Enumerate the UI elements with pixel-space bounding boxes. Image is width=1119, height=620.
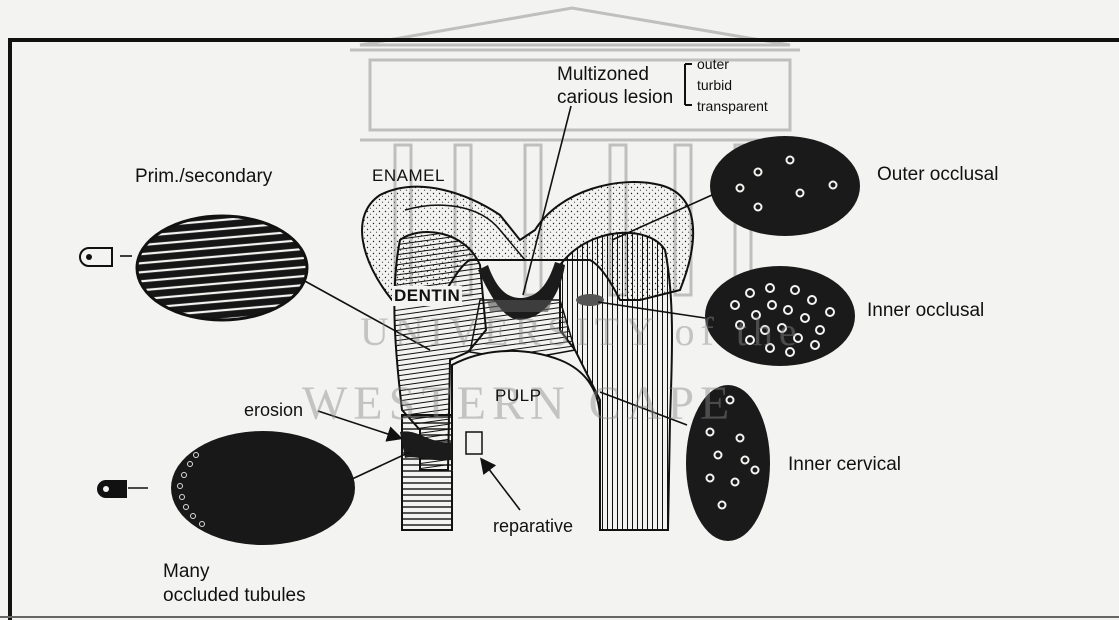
dentin-label: DENTIN	[392, 286, 462, 306]
multizoned-label-line1: Multizoned	[557, 64, 649, 86]
enamel-label: ENAMEL	[372, 166, 445, 186]
pulp-label: PULP	[495, 386, 541, 406]
zone-turbid: turbid	[697, 77, 732, 93]
occluded-tubule-icon	[96, 478, 132, 500]
multizoned-label-line2: carious lesion	[557, 87, 673, 109]
inner-occlusal-label: Inner occlusal	[867, 300, 984, 322]
prim-secondary-label: Prim./secondary	[135, 166, 272, 188]
zone-transparent: transparent	[697, 98, 768, 114]
zone-outer: outer	[697, 56, 729, 72]
many-occluded-line2: occluded tubules	[163, 585, 306, 607]
inner-cervical-label: Inner cervical	[788, 454, 901, 476]
outer-occlusal-label: Outer occlusal	[877, 164, 998, 186]
reparative-label: reparative	[493, 516, 573, 537]
many-occluded-line1: Many	[163, 561, 209, 583]
tubule-cross-icon	[78, 245, 126, 269]
erosion-label: erosion	[244, 400, 303, 421]
watermark-university: UNIVERSITY of the	[360, 308, 803, 355]
